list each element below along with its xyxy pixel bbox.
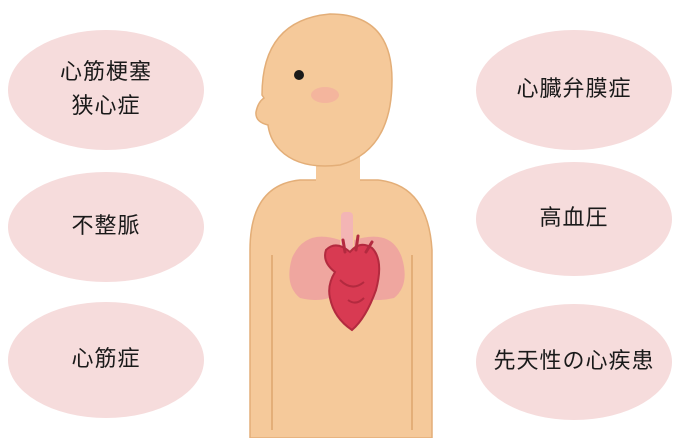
condition-label: 不整脈: [71, 214, 141, 239]
heart-detail: [339, 279, 365, 304]
cheek: [311, 87, 339, 103]
condition-label: 心筋症: [71, 347, 141, 372]
condition-label: 先天性の心疾患: [493, 349, 655, 374]
condition-label: 高血圧: [539, 206, 609, 231]
organs: [289, 212, 405, 332]
condition-bubble-cardiomyopathy: 心筋症: [8, 302, 204, 418]
condition-bubble-valvular-heart-disease: 心臓弁膜症: [476, 30, 672, 150]
condition-bubble-myocardial-infarction-angina: 心筋梗塞 狭心症: [8, 30, 204, 150]
condition-bubble-congenital-heart-disease: 先天性の心疾患: [476, 304, 672, 420]
heart-vessels: [341, 234, 374, 254]
eye: [294, 70, 304, 80]
condition-label: 心臓弁膜症: [516, 77, 632, 102]
condition-label: 心筋梗塞: [59, 60, 152, 85]
condition-label: 狭心症: [71, 94, 141, 119]
condition-bubble-hypertension: 高血圧: [476, 162, 672, 276]
condition-bubble-arrhythmia: 不整脈: [8, 172, 204, 282]
